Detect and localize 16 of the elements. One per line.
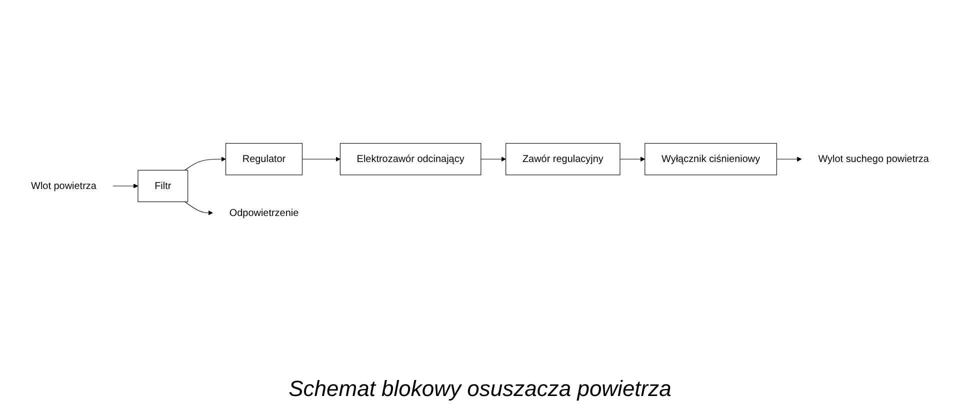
arrow [776, 156, 802, 162]
node-text: Wlot powietrza [31, 180, 96, 192]
node-box: Wyłącznik ciśnieniowy [644, 143, 777, 176]
node-text: Wylot suchego powietrza [818, 153, 929, 164]
arrow [620, 156, 646, 162]
node-box: Zawór regulacyjny [506, 143, 620, 176]
arrow [480, 156, 506, 162]
caption: Schemat blokowy osuszacza powietrza [288, 376, 672, 402]
node-box: Regulator [226, 143, 303, 176]
node-box: Filtr [138, 170, 188, 202]
arrow [184, 202, 213, 216]
node-text: Odpowietrzenie [229, 207, 299, 218]
arrow [184, 156, 226, 170]
node-box: Elektrozawór odcinający [340, 143, 482, 176]
arrow [112, 184, 138, 188]
arrow [302, 156, 340, 162]
